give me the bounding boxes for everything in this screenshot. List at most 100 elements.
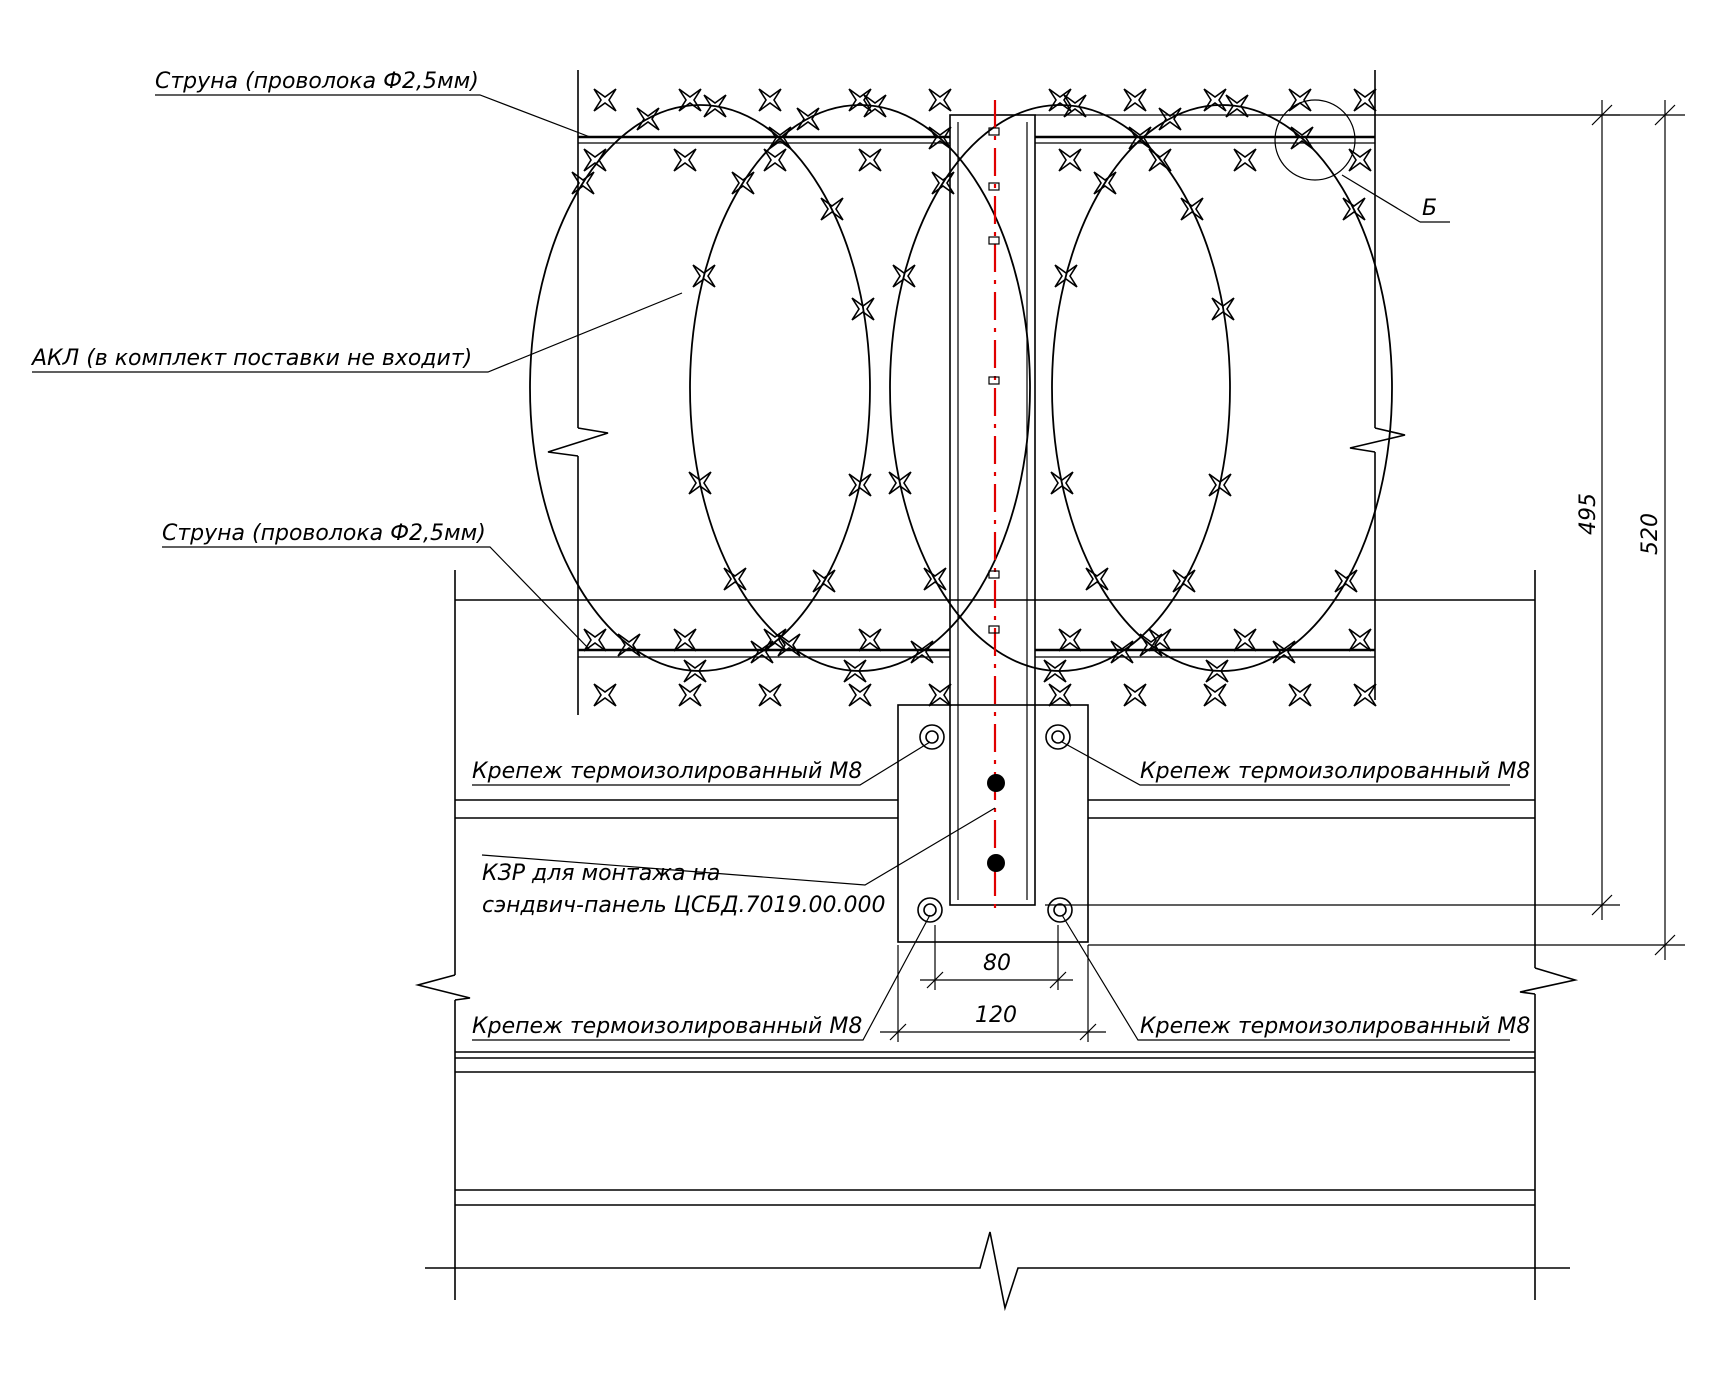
label-detail-b: Б [1422,196,1437,221]
razor-barbs [571,88,1377,707]
barb [843,659,867,683]
dim-text-80: 80 [983,951,1011,976]
barb [636,107,660,131]
barb [1093,171,1117,195]
barb [1139,633,1163,657]
barb [673,628,697,652]
label-fastener-bottom-left: Крепеж термоизолированный М8 [472,1014,862,1039]
dimension-520 [1088,100,1685,960]
fasteners [917,724,1073,923]
barb [593,683,617,707]
barb [1203,683,1227,707]
barb [1272,640,1296,664]
dimension-120 [880,945,1106,1042]
barb [848,473,872,497]
barb [796,107,820,131]
barb [812,569,836,593]
barb [1128,126,1152,150]
dim-text-520: 520 [1638,513,1663,555]
barb [820,197,844,221]
barb [858,628,882,652]
barb [1050,471,1074,495]
barb [892,264,916,288]
barb [758,683,782,707]
barb [923,567,947,591]
label-fastener-bottom-right: Крепеж термоизолированный М8 [1140,1014,1530,1039]
barb [1211,297,1235,321]
barb [692,264,716,288]
barb [848,88,872,112]
barb [1058,628,1082,652]
barb [928,88,952,112]
barb [1233,628,1257,652]
barb [1085,567,1109,591]
fastener-top-left [919,724,945,750]
barb [750,640,774,664]
fastener-bottom-left [917,897,943,923]
barb [1348,148,1372,172]
barb [848,683,872,707]
barb [768,126,792,150]
barb [1208,473,1232,497]
barb [1203,88,1227,112]
label-kzr-line1: КЗР для монтажа на [482,861,720,886]
barb [583,628,607,652]
barb [1148,148,1172,172]
barb [571,171,595,195]
barb [1205,659,1229,683]
barb [1058,148,1082,172]
barb [1048,88,1072,112]
label-fastener-top-right: Крепеж термоизолированный М8 [1140,759,1530,784]
barb [851,297,875,321]
barb [1288,88,1312,112]
post-bolt-upper [987,774,1005,792]
barb [678,683,702,707]
barb [673,148,697,172]
barb [583,148,607,172]
barb [1172,569,1196,593]
barb [1342,197,1366,221]
fastener-top-right [1045,724,1071,750]
barb [928,683,952,707]
barb [1233,148,1257,172]
barb [910,640,934,664]
label-string-top: Струна (проволока Ф2,5мм) [155,69,479,94]
label-akl: АКЛ (в комплект поставки не входит) [30,346,472,371]
barb [1063,94,1087,118]
barb [1123,88,1147,112]
post [897,100,1089,943]
leader-lines [32,94,1510,1041]
detail-b-circle [1274,99,1356,181]
barb [678,88,702,112]
barb [763,148,787,172]
label-kzr-line2: сэндвич-панель ЦСБД.7019.00.000 [482,893,885,918]
barb [1180,197,1204,221]
dimension-495 [1035,100,1620,920]
barb [1148,628,1172,652]
barb [617,633,641,657]
barb [688,471,712,495]
barb [1288,683,1312,707]
barb [703,94,727,118]
barb [1225,94,1249,118]
dim-text-120: 120 [975,1003,1017,1028]
barb [731,171,755,195]
barb [723,567,747,591]
barb [1353,88,1377,112]
razor-wire-coils [529,104,1393,672]
sandwich-panel [414,570,1579,1312]
labels: Струна (проволока Ф2,5мм) Б АКЛ (в компл… [30,69,1663,1039]
barb [1110,640,1134,664]
label-string-bottom: Струна (проволока Ф2,5мм) [162,521,486,546]
barb [888,471,912,495]
barb [763,628,787,652]
barb [928,126,952,150]
barb [1043,659,1067,683]
barb [863,94,887,118]
barb [1348,628,1372,652]
post-holes [988,127,1000,634]
barb [1290,126,1314,150]
barb [1054,264,1078,288]
barb [1123,683,1147,707]
